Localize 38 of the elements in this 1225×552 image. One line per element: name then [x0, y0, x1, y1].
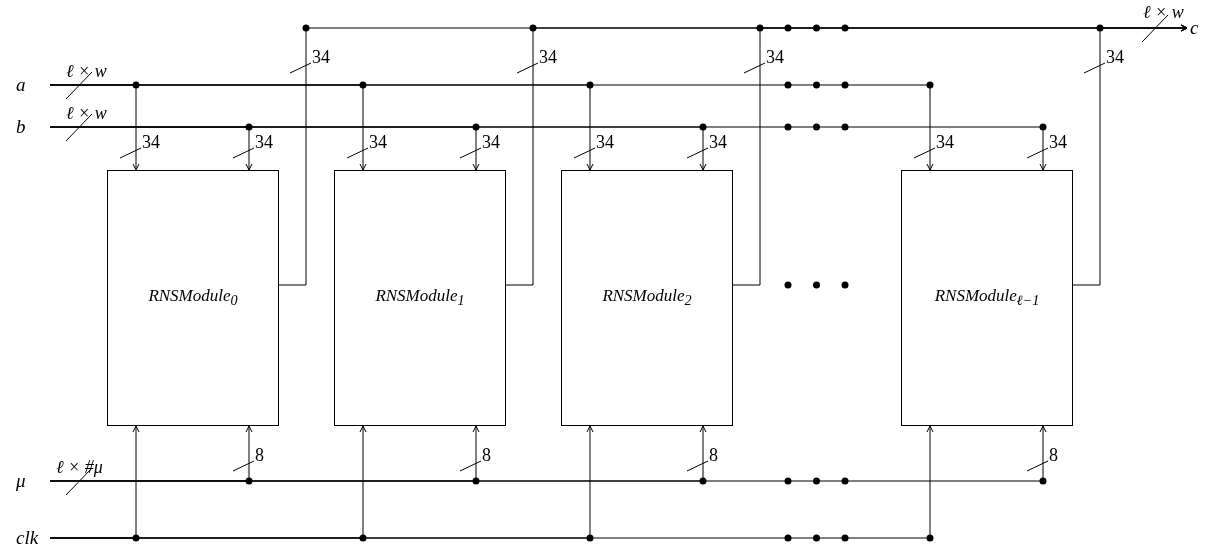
output-signal-label: c [1190, 16, 1216, 40]
bus-width-label: 8 [255, 446, 264, 464]
input-signal-label: a [8, 73, 50, 97]
bus-connector [1072, 24, 1188, 286]
input-signal-label: μ [8, 469, 50, 493]
bus-connector [49, 126, 1047, 171]
bus-connector [49, 425, 934, 539]
input-signal-label: clk [8, 526, 50, 550]
module-name: RNSModule$_{0}$ [148, 286, 238, 310]
bus-connector [49, 425, 1047, 482]
bus-width-label: 8 [1049, 446, 1058, 464]
bus-width-label: 34 [142, 133, 160, 151]
bus-width-label: 34 [596, 133, 614, 151]
bus-width-label: 34 [369, 133, 387, 151]
bus-width-label: 34 [539, 48, 557, 66]
bus-width-label: 34 [312, 48, 330, 66]
bus-width-label: ℓ × w [66, 62, 107, 80]
bus-width-label: 34 [482, 133, 500, 151]
bus-width-label: 34 [1106, 48, 1124, 66]
bus-width-label: 34 [766, 48, 784, 66]
module-name: RNSModule$_{1}$ [375, 286, 465, 310]
bus-width-label: ℓ × w [1143, 3, 1184, 21]
bus-width-label: 8 [709, 446, 718, 464]
bus-width-label: 34 [709, 133, 727, 151]
bus-width-label: 34 [255, 133, 273, 151]
bus-width-label: 34 [1049, 133, 1067, 151]
module-name: RNSModule$_{2}$ [602, 286, 692, 310]
module-box [901, 170, 1073, 426]
module-name: RNSModule$_{ℓ−1}$ [934, 286, 1040, 310]
input-signal-label: b [8, 115, 50, 139]
module-box [334, 170, 506, 426]
module-box [107, 170, 279, 426]
bus-width-label: ℓ × #μ [56, 458, 103, 476]
bus-width-label: 8 [482, 446, 491, 464]
bus-width-label: ℓ × w [66, 104, 107, 122]
module-box [561, 170, 733, 426]
bus-width-label: 34 [936, 133, 954, 151]
bus-connector [49, 84, 934, 171]
